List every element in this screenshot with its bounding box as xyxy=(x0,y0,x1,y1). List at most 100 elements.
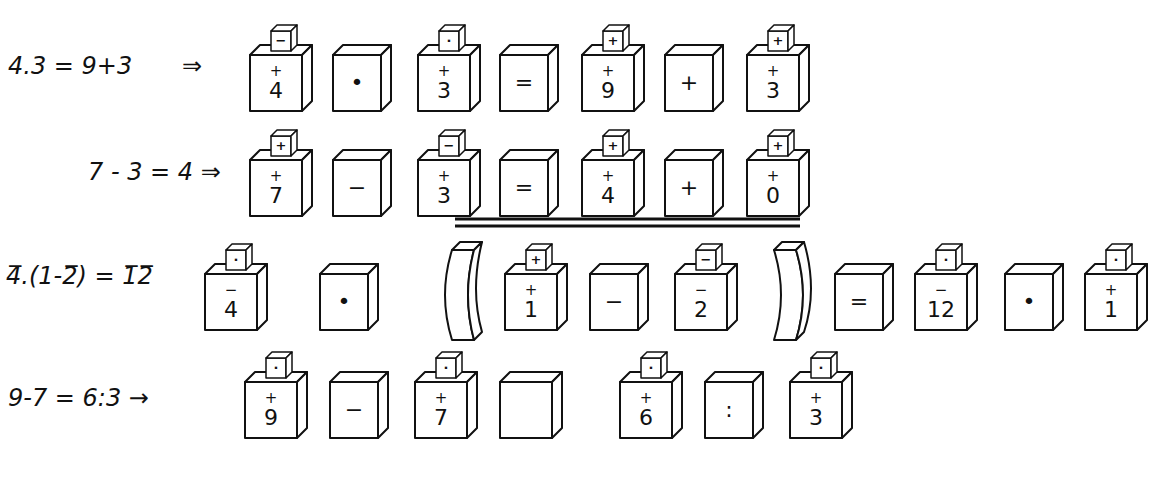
cube-side xyxy=(634,45,644,111)
cube-face: · xyxy=(1106,250,1126,270)
cube-side xyxy=(467,372,477,438)
symbol-text: + xyxy=(531,253,542,267)
sign-text: + xyxy=(525,283,538,299)
cube-side xyxy=(696,250,716,270)
bar-line xyxy=(455,218,800,221)
cube-face: +1 xyxy=(1085,274,1137,330)
number-text: 6 xyxy=(639,406,653,429)
operator-cube: = xyxy=(835,264,893,330)
cube-face: · xyxy=(641,358,661,378)
sign-cube: + xyxy=(768,130,794,156)
cube-side xyxy=(415,382,467,438)
operator-cube: • xyxy=(320,264,378,330)
number-text: 3 xyxy=(437,184,451,207)
cube-face: +3 xyxy=(790,382,842,438)
operator-cube: + xyxy=(665,150,723,216)
cube-side xyxy=(250,160,302,216)
number-text: 12 xyxy=(927,298,955,321)
cube-side xyxy=(672,372,682,438)
symbol-text: · xyxy=(944,253,949,267)
cube-side xyxy=(638,264,648,330)
cube-side xyxy=(470,150,480,216)
sign-text: + xyxy=(270,169,283,185)
number-cube: +7 xyxy=(415,372,477,438)
cube-side xyxy=(557,264,567,330)
number-cube: +1 xyxy=(505,264,567,330)
number-cube: +1 xyxy=(1085,264,1147,330)
cube-face: +7 xyxy=(250,160,302,216)
symbol-text: + xyxy=(680,71,698,94)
cube-side xyxy=(500,160,548,216)
cube-face: + xyxy=(665,55,713,111)
symbol-text: + xyxy=(773,139,784,153)
cube-side xyxy=(439,31,459,51)
cube-outline xyxy=(936,244,962,270)
cube-face: • xyxy=(333,55,381,111)
number-text: 4 xyxy=(269,79,283,102)
cube-face: − xyxy=(439,136,459,156)
symbol-text: • xyxy=(338,290,351,313)
symbol-text: + xyxy=(608,139,619,153)
sign-text: + xyxy=(767,64,780,80)
sign-cube: − xyxy=(271,25,297,51)
cube-side xyxy=(257,264,267,330)
cube-side xyxy=(1005,274,1053,330)
cube-face: − xyxy=(590,274,638,330)
cube-side xyxy=(250,55,302,111)
cube-side xyxy=(286,352,292,378)
cube-side xyxy=(811,358,831,378)
cube-side xyxy=(831,352,837,378)
sign-cube: + xyxy=(603,25,629,51)
cube-face: −2 xyxy=(675,274,727,330)
cube-side xyxy=(459,130,465,156)
sign-cube: · xyxy=(266,352,292,378)
cube-side xyxy=(590,274,638,330)
sign-cube: − xyxy=(439,130,465,156)
cube-side xyxy=(526,250,546,270)
cube-face: +9 xyxy=(582,55,634,111)
number-text: 7 xyxy=(434,406,448,429)
cube-side xyxy=(788,130,794,156)
cube-face: +9 xyxy=(245,382,297,438)
sign-text: + xyxy=(1105,283,1118,299)
cube-face: • xyxy=(1005,274,1053,330)
cube-side xyxy=(1053,264,1063,330)
cube-side xyxy=(456,352,462,378)
cube-side xyxy=(1126,244,1132,270)
cube-side xyxy=(634,150,644,216)
number-cube: −12 xyxy=(915,264,977,330)
cube-face: + xyxy=(768,136,788,156)
cube-face: +3 xyxy=(418,160,470,216)
number-text: 4 xyxy=(601,184,615,207)
number-text: 3 xyxy=(766,79,780,102)
cube-side xyxy=(271,31,291,51)
number-text: 9 xyxy=(601,79,615,102)
cube-face: · xyxy=(436,358,456,378)
cube-side xyxy=(603,31,623,51)
cube-side xyxy=(1085,274,1137,330)
cube-side xyxy=(226,250,246,270)
cube-side xyxy=(747,55,799,111)
number-text: 9 xyxy=(264,406,278,429)
cube-face: − xyxy=(271,31,291,51)
sign-cube: − xyxy=(696,244,722,270)
symbol-text: − xyxy=(444,139,455,153)
symbol-text: − xyxy=(348,176,366,199)
cube-side xyxy=(505,274,557,330)
cube-outline xyxy=(641,352,667,378)
operator-cube: − xyxy=(330,372,388,438)
symbol-text: = xyxy=(515,176,533,199)
number-text: 1 xyxy=(1104,298,1118,321)
number-cube: +3 xyxy=(747,45,809,111)
operator-cube: − xyxy=(333,150,391,216)
cube-side xyxy=(333,55,381,111)
number-cube: +3 xyxy=(418,45,480,111)
cube-side xyxy=(548,150,558,216)
cube-face: − xyxy=(330,382,378,438)
cube-face: + xyxy=(603,31,623,51)
cube-side xyxy=(753,372,763,438)
cube-side xyxy=(271,136,291,156)
cube-side xyxy=(623,25,629,51)
cube-side xyxy=(1106,250,1126,270)
cube-side xyxy=(333,160,381,216)
